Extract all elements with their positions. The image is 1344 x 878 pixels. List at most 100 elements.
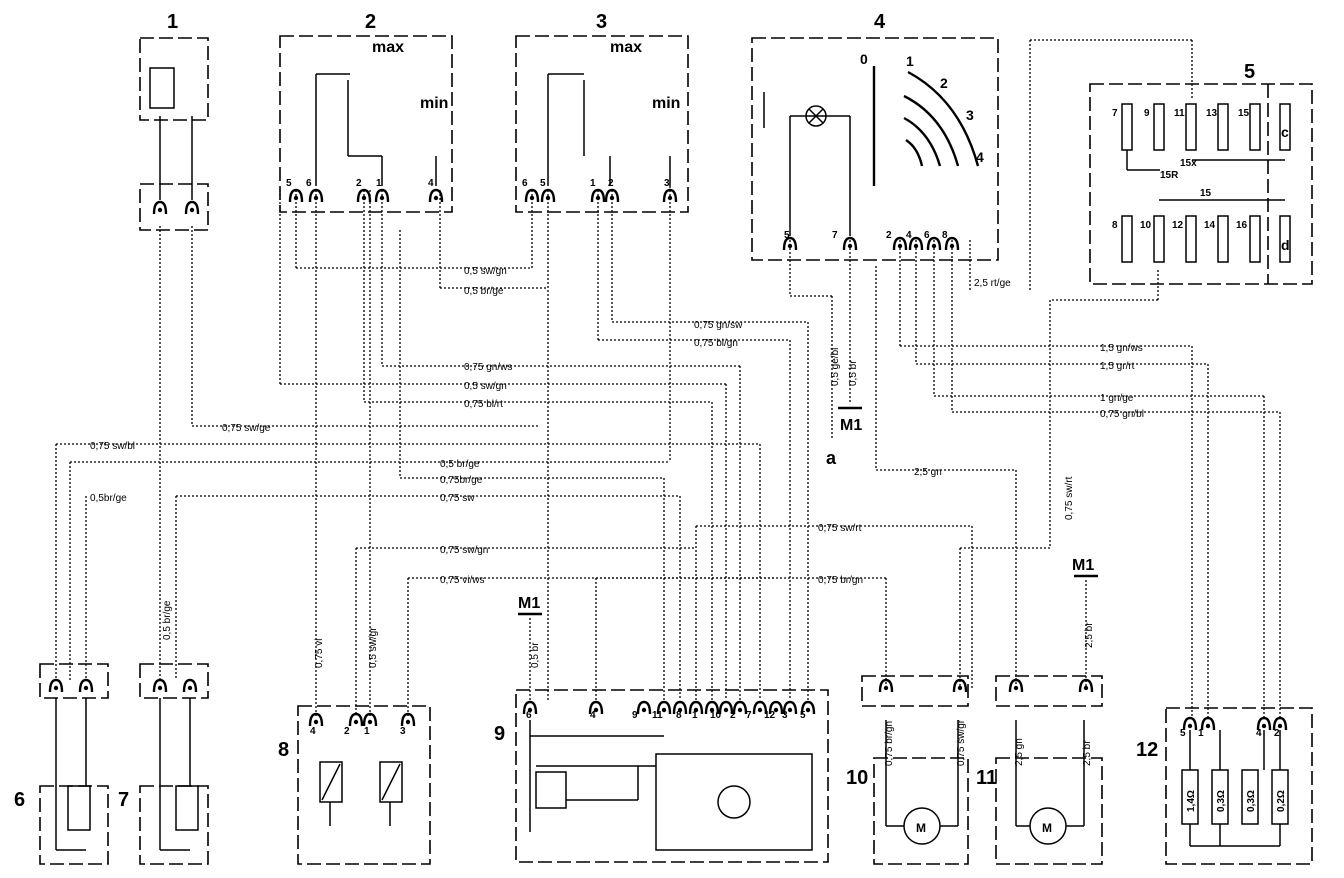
wire-label: 0,75 br/gn (818, 575, 863, 586)
connector-plug (878, 678, 894, 693)
connector-plug (1256, 716, 1272, 731)
connector-plug (892, 236, 908, 251)
connector-pin (661, 707, 667, 713)
fuse-number: 14 (1204, 220, 1216, 231)
connector-plug (1272, 716, 1288, 731)
pin-number: 7 (746, 710, 752, 721)
wire-labels: 0,5 sw/gn 0,5 br/ge 0,75 gn/sw 0,75 bl/g… (90, 266, 1144, 766)
connector-plug (308, 712, 324, 727)
connector-plug (288, 188, 304, 203)
fuse-box (1121, 103, 1291, 263)
connector-pin (53, 685, 59, 691)
connector-plug (428, 188, 444, 203)
connector-pin (367, 719, 373, 725)
connector-pin (405, 719, 411, 725)
wire-label: 1 gn/ge (1100, 393, 1134, 404)
connector-plug (688, 700, 704, 715)
fuse-numbers: 7 9 11 13 15 8 10 12 14 16 (1112, 108, 1250, 231)
connector-pin (189, 207, 195, 213)
wire-label: 1,5 gr/rt (1100, 361, 1135, 372)
pin-number: 5 (800, 710, 806, 721)
resistor-values: 1,4Ω 0,3Ω 0,3Ω 0,2Ω (1186, 790, 1287, 812)
connector-pin (433, 195, 439, 201)
connector-plug (374, 188, 390, 203)
connector-pin (757, 707, 763, 713)
fuse-label: 15 (1200, 188, 1212, 199)
motor-icon: M (1042, 821, 1052, 835)
resistor-value: 0,2Ω (1276, 790, 1287, 812)
connector-pin (1205, 723, 1211, 729)
pin-number: 8 (942, 230, 948, 241)
fuse-number: 12 (1172, 220, 1184, 231)
switch-position: 1 (906, 53, 914, 69)
component-numbers: 1 2 3 4 5 6 7 8 9 10 11 12 (14, 11, 1255, 811)
connector-plug (1078, 678, 1094, 693)
connector-plug (540, 188, 556, 203)
connector-pin (805, 707, 811, 713)
connector-pin (787, 707, 793, 713)
connector-pin (949, 243, 955, 249)
max-label: max (610, 39, 642, 56)
pin-number: 2 (1274, 728, 1280, 739)
fuse-number: 13 (1206, 108, 1218, 119)
pin-number: 1 (692, 710, 698, 721)
switch-position: 4 (976, 149, 984, 165)
fuse-label: 15R (1160, 170, 1179, 181)
wire-label: 0,75 sw/rt (818, 523, 862, 534)
connector-plug (672, 700, 688, 715)
connector-pin (379, 195, 385, 201)
pin-number: 3 (400, 726, 406, 737)
pin-number: 1 (364, 726, 370, 737)
pin-number: 3 (782, 710, 788, 721)
connector-plug (782, 236, 798, 251)
connector-plug (732, 700, 748, 715)
wire-label: 0,5 br (530, 642, 541, 668)
wire-label: 2,5 br (1082, 740, 1093, 766)
min-label: min (420, 95, 448, 112)
connector-pin (677, 707, 683, 713)
connector-pin (545, 195, 551, 201)
component-label-6: 6 (14, 789, 25, 811)
connector-pin (709, 707, 715, 713)
pin-number: 6 (522, 178, 528, 189)
connector-plug (400, 712, 416, 727)
pin-number: 6 (306, 178, 312, 189)
pin-number: 8 (676, 710, 682, 721)
pin-number: 6 (526, 710, 532, 721)
fuse-number: 16 (1236, 220, 1248, 231)
connector-pin (83, 685, 89, 691)
wire-label: 2,5 br (1084, 622, 1095, 648)
component-label-10: 10 (846, 767, 868, 789)
switch-position: 0 (860, 51, 868, 67)
connector-plug (1008, 678, 1024, 693)
connector-plug (782, 700, 798, 715)
connector-pin (529, 195, 535, 201)
fuse-number: 10 (1140, 220, 1152, 231)
component-label-2: 2 (365, 11, 376, 33)
connector-pin (353, 719, 359, 725)
wire-label: 2,5 gn (914, 467, 942, 478)
fuse-number: 15 (1238, 108, 1250, 119)
max-label: max (372, 39, 404, 56)
fuse-number: 7 (1112, 108, 1118, 119)
pin-number: 4 (1256, 728, 1262, 739)
connector-plug (718, 700, 734, 715)
wire-label: 0,75 sw/gr (956, 719, 967, 766)
wire-label: 0,75 sw (440, 493, 475, 504)
pin-number: 3 (664, 178, 670, 189)
connector-pin (931, 243, 937, 249)
connector-pin (157, 207, 163, 213)
connector-plug (800, 700, 816, 715)
wire-label: 0,75 vi/ws (440, 575, 484, 586)
pin-number: 6 (924, 230, 930, 241)
connector-plug (1182, 716, 1198, 731)
pin-number: 10 (710, 710, 722, 721)
connector-pin (609, 195, 615, 201)
connector-plug (78, 678, 94, 693)
fuse-d-label: d (1281, 237, 1290, 253)
min-label: min (652, 95, 680, 112)
connector-pin (787, 243, 793, 249)
fuse-number: 11 (1174, 108, 1185, 119)
